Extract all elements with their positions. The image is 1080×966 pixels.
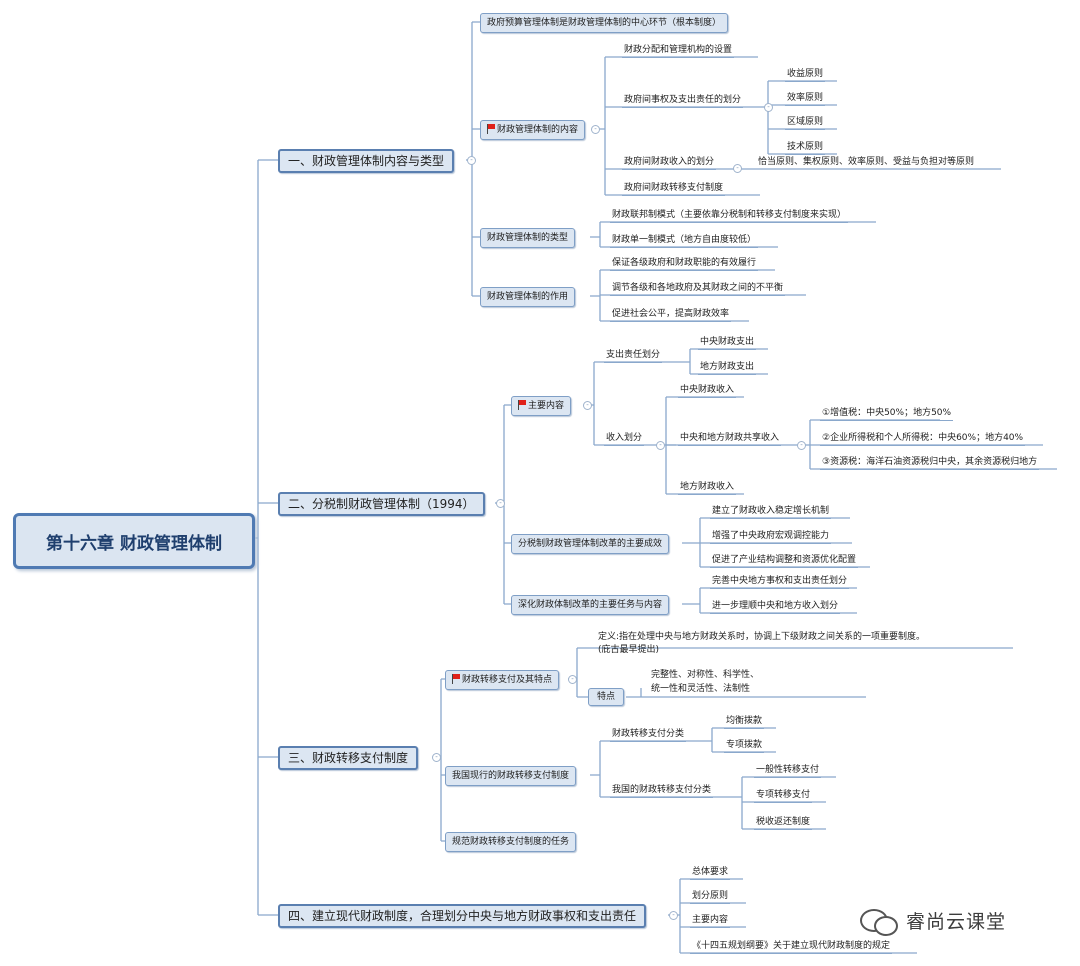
unitary-model-node[interactable]: 财政单一制模式（地方自由度较低） (610, 234, 759, 248)
watermark-text: 睿尚云课堂 (906, 910, 1007, 933)
flag-icon (487, 124, 495, 134)
definition-line-2: (庇古最早提出) (598, 645, 660, 655)
overall-requirement-node[interactable]: 总体要求 (690, 866, 731, 880)
balanced-grant-node[interactable]: 均衡拨款 (724, 715, 765, 729)
income-split-node[interactable]: 收入划分 (604, 432, 645, 446)
deepen-task-node[interactable]: 完善中央地方事权和支出责任划分 (710, 575, 850, 589)
local-expense-node[interactable]: 地方财政支出 (698, 361, 757, 375)
watermark: 睿尚云课堂 (860, 906, 1007, 936)
transfer-task-node[interactable]: 规范财政转移支付制度的任务 (445, 832, 577, 852)
role-node[interactable]: 调节各级和各地政府及其财政之间的不平衡 (610, 282, 786, 296)
collapse-icon[interactable]: - (496, 499, 505, 508)
central-income-node[interactable]: 中央财政收入 (678, 384, 737, 398)
traits-line-2: 统一性和灵活性、法制性 (651, 684, 751, 694)
flag-icon (452, 674, 460, 684)
federal-model-node[interactable]: 财政联邦制模式（主要依靠分税制和转移支付制度来实现） (610, 209, 849, 223)
achievement-node[interactable]: 建立了财政收入稳定增长机制 (710, 505, 832, 519)
deepen-reform-node[interactable]: 深化财政体制改革的主要任务与内容 (511, 595, 670, 615)
income-tax-share-node[interactable]: ②企业所得税和个人所得税：中央60%；地方40% (820, 432, 1026, 446)
role-node[interactable]: 保证各级政府和财政职能的有效履行 (610, 257, 759, 271)
collapse-icon[interactable]: - (733, 164, 742, 173)
principle-node[interactable]: 区域原则 (785, 116, 826, 130)
transfer-feature-node[interactable]: 财政转移支付及其特点 (445, 670, 560, 690)
content-node[interactable]: 财政管理体制的内容 (480, 120, 586, 140)
china-transfer-category-node[interactable]: 我国的财政转移支付分类 (610, 784, 714, 798)
section-2-node[interactable]: 二、分税制财政管理体制（1994） (278, 492, 485, 516)
resource-tax-share-node[interactable]: ③资源税：海洋石油资源税归中央，其余资源税归地方 (820, 456, 1040, 470)
section-4-node[interactable]: 四、建立现代财政制度，合理划分中央与地方财政事权和支出责任 (278, 904, 647, 928)
expense-division-node[interactable]: 支出责任划分 (604, 349, 663, 363)
collapse-icon[interactable]: - (568, 675, 577, 684)
section-3-node[interactable]: 三、财政转移支付制度 (278, 746, 419, 770)
transfer-system-node[interactable]: 政府间财政转移支付制度 (622, 182, 726, 196)
deepen-task-node[interactable]: 进一步理顺中央和地方收入划分 (710, 600, 841, 614)
achievement-node[interactable]: 增强了中央政府宏观调控能力 (710, 530, 832, 544)
roles-node[interactable]: 财政管理体制的作用 (480, 287, 576, 307)
flag-icon (518, 400, 526, 410)
achievements-node[interactable]: 分税制财政管理体制改革的主要成效 (511, 534, 670, 554)
collapse-icon[interactable]: - (669, 911, 678, 920)
org-setup-node[interactable]: 财政分配和管理机构的设置 (622, 44, 735, 58)
general-transfer-node[interactable]: 一般性转移支付 (754, 764, 822, 778)
definition-line-1: 定义:指在处理中央与地方财政关系时，协调上下级财政之间关系的一项重要制度。 (598, 632, 926, 642)
current-system-node[interactable]: 我国现行的财政转移支付制度 (445, 766, 577, 786)
income-division-node[interactable]: 政府间财政收入的划分 (622, 156, 717, 170)
division-principle-node[interactable]: 划分原则 (690, 890, 731, 904)
principle-node[interactable]: 技术原则 (785, 141, 826, 155)
main-content-node[interactable]: 主要内容 (511, 396, 572, 416)
achievement-node[interactable]: 促进了产业结构调整和资源优化配置 (710, 554, 859, 568)
collapse-icon[interactable]: - (656, 441, 665, 450)
collapse-icon[interactable]: - (467, 156, 476, 165)
collapse-icon[interactable]: - (583, 401, 592, 410)
collapse-icon[interactable]: - (764, 103, 773, 112)
special-transfer-node[interactable]: 专项转移支付 (754, 789, 813, 803)
shared-income-node[interactable]: 中央和地方财政共享收入 (678, 432, 782, 446)
collapse-icon[interactable]: - (591, 125, 600, 134)
tax-rebate-node[interactable]: 税收返还制度 (754, 816, 813, 830)
role-node[interactable]: 促进社会公平，提高财政效率 (610, 308, 732, 322)
root-node[interactable]: 第十六章 财政管理体制 (13, 513, 255, 569)
income-principles-node[interactable]: 恰当原则、集权原则、效率原则、受益与负担对等原则 (758, 157, 975, 167)
transfer-category-node[interactable]: 财政转移支付分类 (610, 728, 687, 742)
collapse-icon[interactable]: - (797, 441, 806, 450)
wechat-icon (860, 906, 898, 936)
core-node[interactable]: 政府预算管理体制是财政管理体制的中心环节（根本制度） (480, 13, 729, 33)
types-node[interactable]: 财政管理体制的类型 (480, 228, 576, 248)
traits-line-1: 完整性、对称性、科学性、 (651, 670, 760, 680)
traits-node[interactable]: 特点 (588, 688, 625, 706)
special-grant-node[interactable]: 专项拨款 (724, 739, 765, 753)
collapse-icon[interactable]: - (432, 753, 441, 762)
local-income-node[interactable]: 地方财政收入 (678, 481, 737, 495)
main-content-14-node[interactable]: 主要内容 (690, 914, 731, 928)
section-1-node[interactable]: 一、财政管理体制内容与类型 (278, 149, 455, 173)
central-expense-node[interactable]: 中央财政支出 (698, 336, 757, 350)
principle-node[interactable]: 效率原则 (785, 92, 826, 106)
principle-node[interactable]: 收益原则 (785, 68, 826, 82)
duty-division-node[interactable]: 政府间事权及支出责任的划分 (622, 94, 744, 108)
vat-share-node[interactable]: ①增值税：中央50%；地方50% (820, 407, 954, 421)
five-year-plan-node[interactable]: 《十四五规划纲要》关于建立现代财政制度的规定 (690, 940, 893, 954)
